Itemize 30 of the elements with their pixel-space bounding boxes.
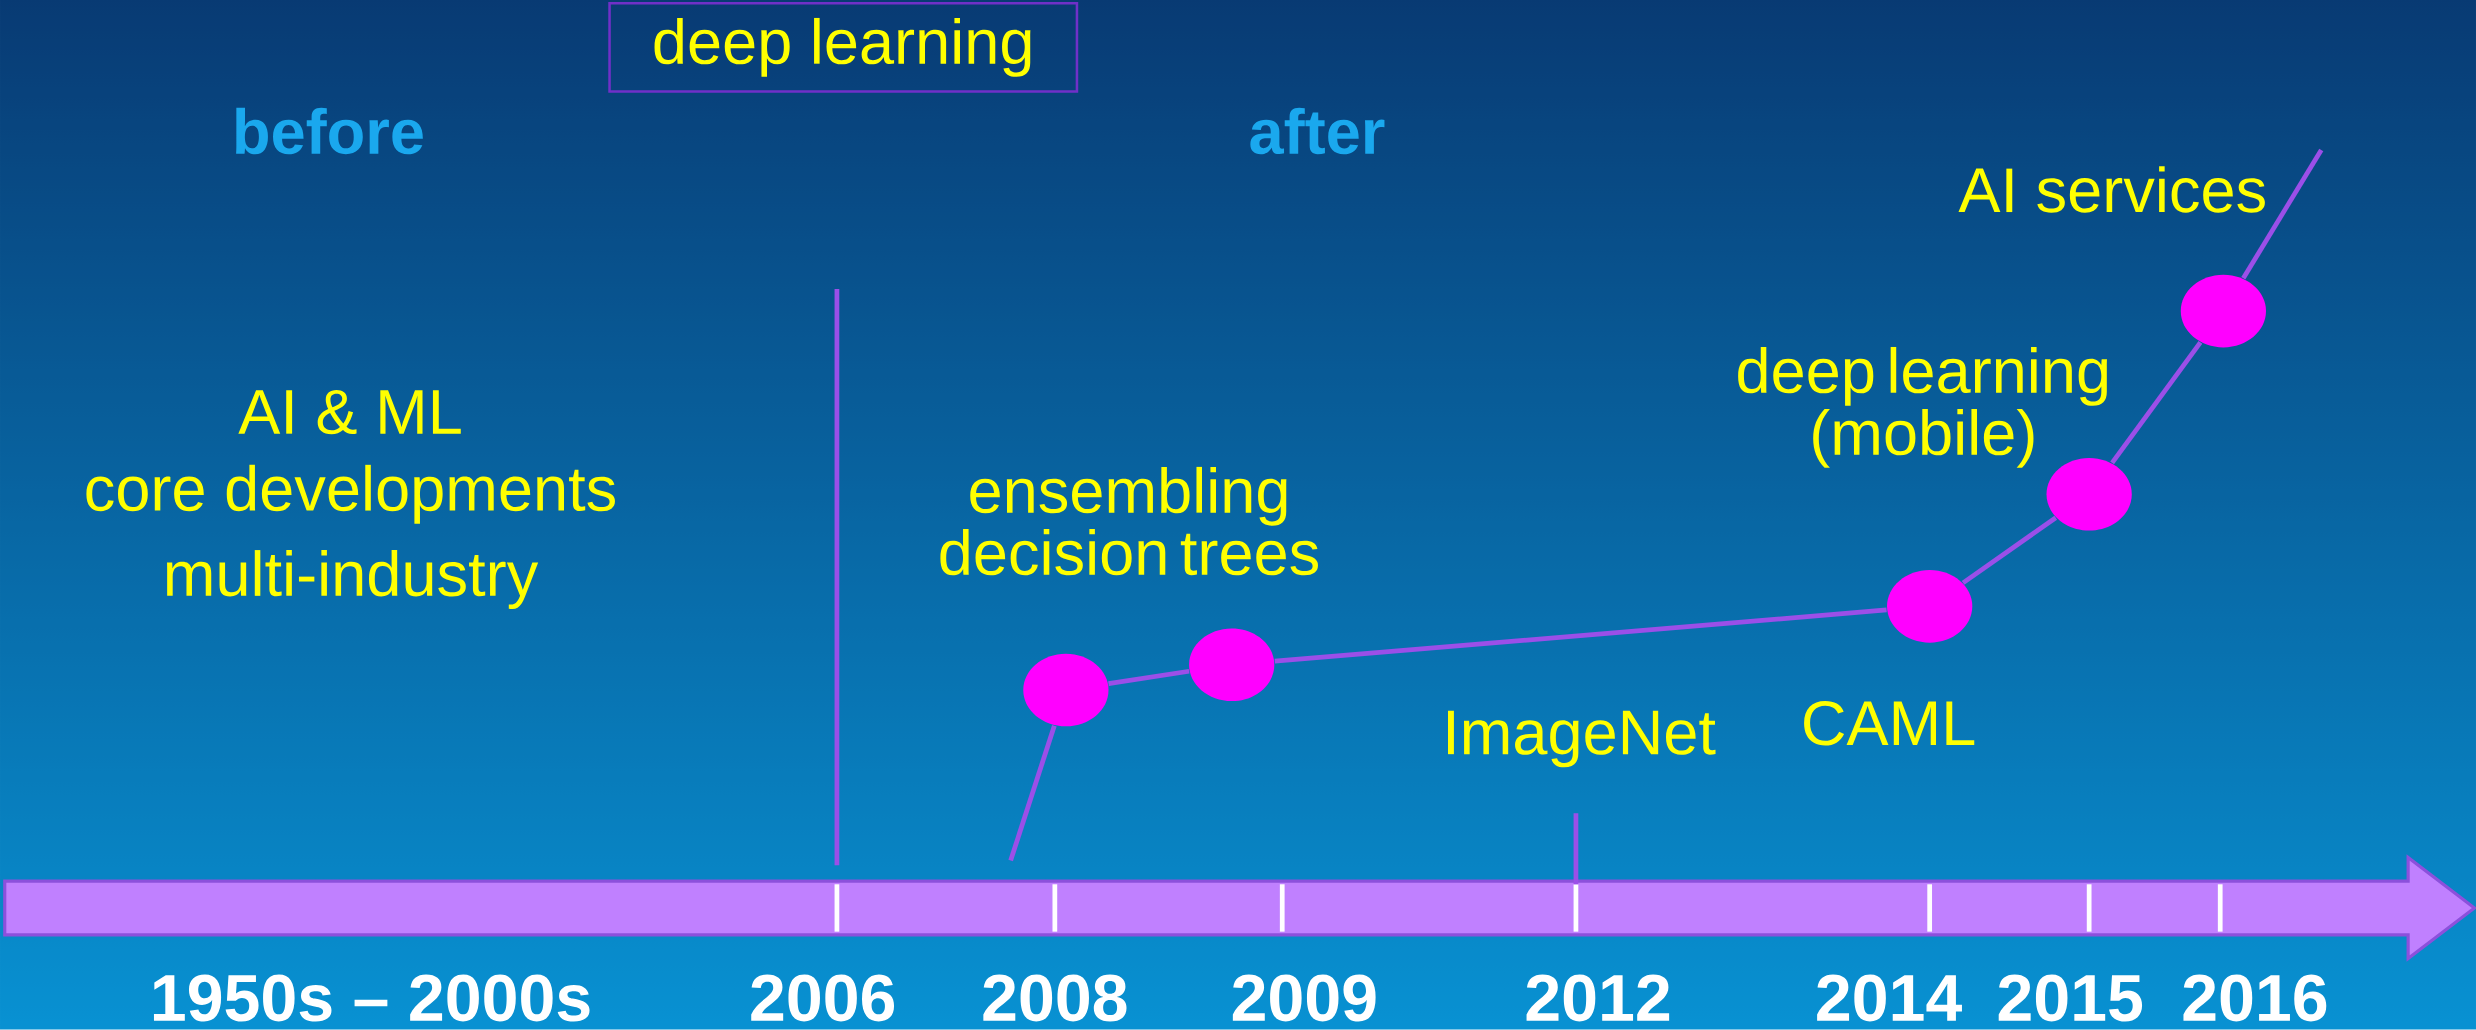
year-label: 2016 bbox=[2183, 974, 2327, 1022]
connector-line bbox=[2241, 149, 2324, 280]
annotation-text: CAML bbox=[1804, 701, 1975, 746]
milestone-dot bbox=[1023, 653, 1109, 727]
milestone-dot bbox=[1189, 628, 1275, 702]
connector-line bbox=[1008, 725, 1057, 862]
milestone-dot bbox=[1887, 570, 1973, 643]
milestone-dot bbox=[2180, 275, 2266, 348]
annotation-text: deep learning (mobile) bbox=[1738, 347, 2107, 469]
connector-line bbox=[1108, 669, 1190, 687]
year-label: 2012 bbox=[1526, 974, 1670, 1022]
connector-line bbox=[1274, 607, 1887, 664]
year-label: 2006 bbox=[751, 974, 895, 1022]
annotation-text: ensembling decision trees bbox=[940, 467, 1318, 576]
heading: after bbox=[1250, 108, 1385, 155]
connector-line bbox=[1961, 516, 2058, 586]
year-label: 2008 bbox=[983, 974, 1127, 1022]
annotation-text: core developments bbox=[86, 465, 615, 524]
milestone-dot bbox=[2046, 458, 2132, 531]
annotation-text: AI & ML bbox=[238, 390, 461, 435]
heading: before bbox=[236, 108, 423, 155]
year-label: 2015 bbox=[1998, 974, 2143, 1022]
year-label: 1950s – 2000s bbox=[153, 974, 590, 1022]
text-box: deep learning bbox=[608, 2, 1079, 94]
annotation-text: AI services bbox=[1958, 166, 2265, 213]
connector-line bbox=[2110, 341, 2203, 465]
year-label: 2009 bbox=[1232, 974, 1376, 1022]
annotation-text: multi-industry bbox=[167, 550, 539, 610]
annotation-text: ImageNet bbox=[1448, 710, 1716, 768]
year-label: 2014 bbox=[1817, 974, 1962, 1022]
